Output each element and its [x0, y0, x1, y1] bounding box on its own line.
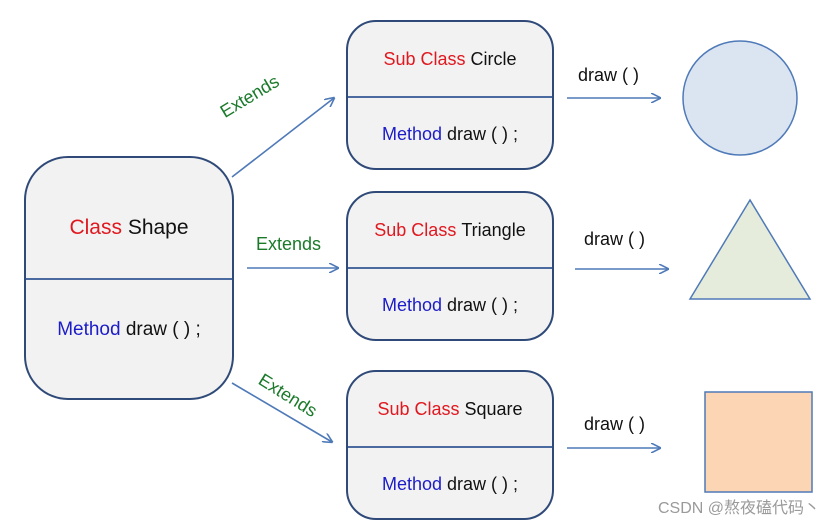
- extends-label-triangle: Extends: [256, 234, 322, 254]
- subclass-circle-divider: [348, 96, 552, 98]
- subclass-triangle-method: Method draw ( ) ;: [348, 269, 552, 339]
- method-keyword: Method: [381, 294, 442, 315]
- method-keyword: Method: [57, 319, 121, 340]
- class-name: Shape: [127, 216, 189, 239]
- subclass-circle-header: Sub Class Circle: [348, 22, 552, 96]
- triangle-shape: [688, 198, 812, 300]
- watermark: CSDN @熬夜磕代码丶: [657, 500, 820, 517]
- draw-call-label-triangle: draw ( ): [584, 229, 646, 249]
- method-signature: draw ( ) ;: [447, 473, 519, 494]
- subclass-triangle-box: Sub Class Triangle Method draw ( ) ;: [346, 191, 554, 341]
- class-shape-header: Class Shape: [26, 158, 232, 278]
- method-signature: draw ( ) ;: [447, 123, 519, 144]
- class-keyword: Class: [69, 216, 122, 239]
- class-shape-method: Method draw ( ) ;: [26, 280, 232, 398]
- draw-call-label-square: draw ( ): [584, 414, 646, 434]
- square-shape: [704, 391, 813, 493]
- subclass-name: Square: [464, 398, 523, 419]
- subclass-name: Triangle: [461, 219, 526, 240]
- class-shape-divider: [26, 278, 232, 280]
- method-signature: draw ( ) ;: [125, 319, 201, 340]
- subclass-circle-method: Method draw ( ) ;: [348, 98, 552, 168]
- method-signature: draw ( ) ;: [447, 294, 519, 315]
- subclass-triangle-divider: [348, 267, 552, 269]
- subclass-triangle-header: Sub Class Triangle: [348, 193, 552, 267]
- class-shape-box: Class Shape Method draw ( ) ;: [24, 156, 234, 400]
- subclass-square-divider: [348, 446, 552, 448]
- circle-shape: [682, 40, 798, 156]
- subclass-name: Circle: [470, 48, 517, 69]
- extends-arrow-circle: [231, 98, 334, 178]
- subclass-circle-box: Sub Class Circle Method draw ( ) ;: [346, 20, 554, 170]
- method-keyword: Method: [381, 473, 442, 494]
- subclass-keyword: Sub Class: [377, 398, 460, 419]
- subclass-keyword: Sub Class: [374, 219, 457, 240]
- draw-call-label-circle: draw ( ): [578, 65, 640, 85]
- subclass-square-method: Method draw ( ) ;: [348, 448, 552, 518]
- subclass-keyword: Sub Class: [383, 48, 466, 69]
- subclass-square-box: Sub Class Square Method draw ( ) ;: [346, 370, 554, 520]
- subclass-square-header: Sub Class Square: [348, 372, 552, 446]
- method-keyword: Method: [381, 123, 442, 144]
- extends-arrow-square: [231, 382, 332, 442]
